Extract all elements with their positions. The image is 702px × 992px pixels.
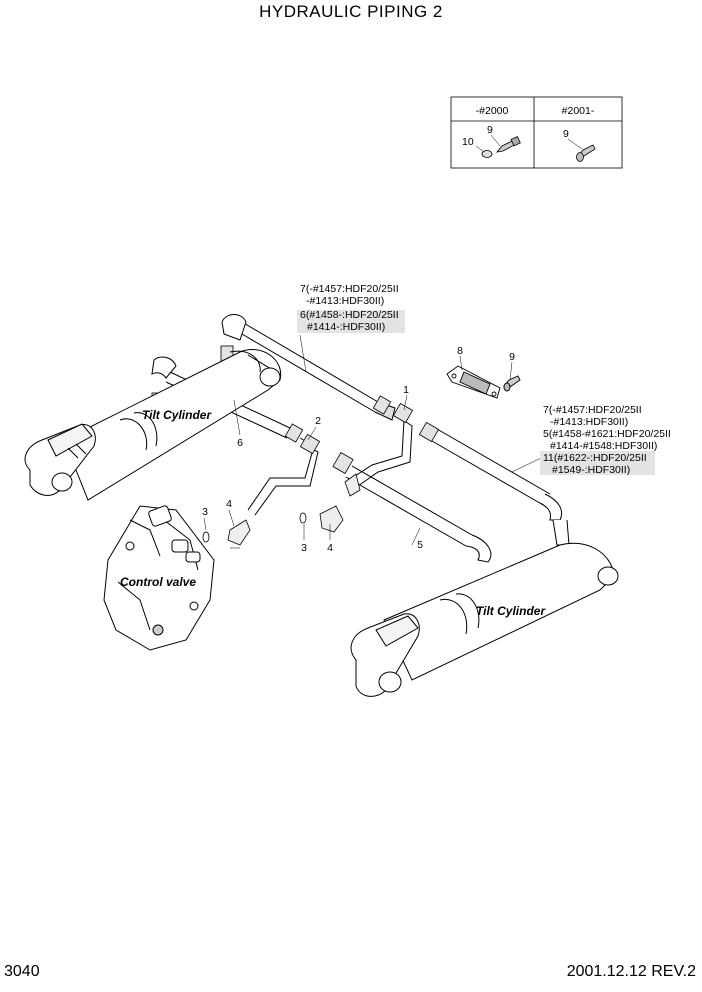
right-tilt-cylinder: [350, 542, 619, 697]
top-note-line-4: #1414-:HDF30II): [307, 321, 385, 333]
right-note-line-6: #1549-:HDF30II): [552, 464, 630, 476]
inset-label-10: 10: [462, 136, 474, 148]
top-note-line-1: 7(-#1457:HDF20/25II: [300, 283, 399, 295]
inset-label-9b: 9: [563, 128, 569, 140]
washer-icon: [481, 150, 493, 158]
label-control-valve: Control valve: [120, 575, 196, 589]
right-note-line-4: #1414-#1548:HDF30II): [550, 440, 657, 452]
leader-lines: [203, 334, 544, 549]
callout-4a: 4: [226, 498, 232, 510]
revision-date: 2001.12.12 REV.2: [566, 963, 696, 980]
callout-3a: 3: [202, 506, 208, 518]
flanged-bolt-icon: [567, 138, 596, 162]
inset-col2-header: #2001-: [562, 105, 595, 117]
top-note-line-2: -#1413:HDF30II): [306, 295, 384, 307]
right-note-line-3: 5(#1458-#1621:HDF20/25II: [543, 428, 671, 440]
callout-5: 5: [417, 539, 423, 551]
top-note-line-3: 6(#1458-:HDF20/25II: [300, 309, 399, 321]
bracket-part: [446, 365, 501, 399]
callout-9: 9: [509, 351, 515, 363]
callout-8: 8: [457, 345, 463, 357]
top-note: 7(-#1457:HDF20/25II -#1413:HDF30II) 6(#1…: [297, 283, 405, 333]
page-title: HYDRAULIC PIPING 2: [259, 2, 443, 21]
inset-table: -#2000 #2001- 10 9 9: [450, 96, 623, 169]
callout-6: 6: [237, 437, 243, 449]
right-note-line-2: -#1413:HDF30II): [550, 416, 628, 428]
inset-col1-header: -#2000: [476, 105, 509, 117]
inset-label-9a: 9: [487, 124, 493, 136]
callout-4b: 4: [327, 542, 333, 554]
callout-1: 1: [403, 384, 409, 396]
right-note-line-1: 7(-#1457:HDF20/25II: [543, 404, 642, 416]
bolt-icon-9: [503, 375, 521, 392]
right-note-line-5: 11(#1622-:HDF20/25II: [543, 452, 647, 464]
label-left-tilt-cylinder: Tilt Cylinder: [142, 408, 212, 422]
bolt-icon: [490, 134, 521, 153]
page-number: 3040: [4, 963, 40, 980]
label-right-tilt-cylinder: Tilt Cylinder: [476, 604, 546, 618]
callout-3b: 3: [301, 542, 307, 554]
right-note: 7(-#1457:HDF20/25II -#1413:HDF30II) 5(#1…: [540, 404, 671, 476]
callout-2: 2: [315, 415, 321, 427]
left-tilt-cylinder: [24, 349, 282, 501]
pipes: [151, 314, 570, 563]
control-valve: [103, 505, 215, 651]
